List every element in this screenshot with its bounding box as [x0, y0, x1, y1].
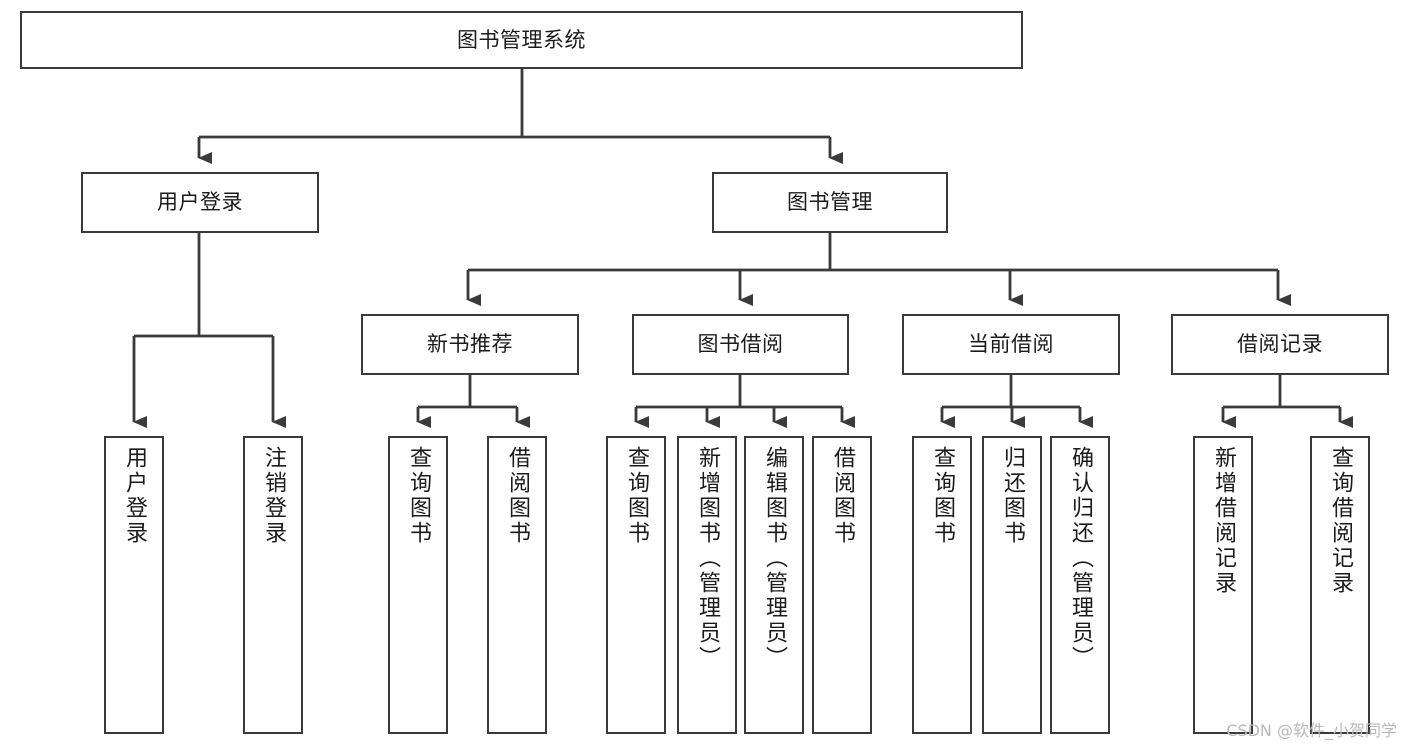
leaf-borrow-book-2[interactable]: 借阅图书 — [812, 436, 872, 734]
leaf-user-login[interactable]: 用户登录 — [104, 436, 164, 734]
leaf-borrow-book-2-label: 借阅图书 — [830, 446, 855, 546]
node-book-borrow[interactable]: 图书借阅 — [632, 314, 849, 375]
leaf-query-book-3[interactable]: 查询图书 — [912, 436, 972, 734]
node-new-book-rec[interactable]: 新书推荐 — [361, 314, 579, 375]
leaf-borrow-book-1-label: 借阅图书 — [505, 446, 530, 546]
leaf-add-book[interactable]: 新增图书（管理员） — [677, 436, 737, 734]
leaf-query-book-1-label: 查询图书 — [406, 446, 431, 546]
leaf-edit-book[interactable]: 编辑图书（管理员） — [744, 436, 804, 734]
leaf-user-logout[interactable]: 注销登录 — [243, 436, 303, 734]
node-borrow-record-label: 借阅记录 — [1237, 332, 1323, 357]
leaf-user-logout-label: 注销登录 — [261, 446, 286, 546]
node-user-login[interactable]: 用户登录 — [81, 172, 319, 233]
node-user-login-label: 用户登录 — [157, 190, 243, 215]
node-root[interactable]: 图书管理系统 — [20, 11, 1023, 69]
leaf-query-record[interactable]: 查询借阅记录 — [1310, 436, 1370, 734]
leaf-borrow-book-1[interactable]: 借阅图书 — [487, 436, 547, 734]
node-book-manage[interactable]: 图书管理 — [712, 172, 948, 233]
leaf-add-record[interactable]: 新增借阅记录 — [1193, 436, 1253, 734]
leaf-edit-book-label: 编辑图书（管理员） — [762, 446, 787, 671]
leaf-user-login-label: 用户登录 — [122, 446, 147, 546]
leaf-return-book[interactable]: 归还图书 — [982, 436, 1042, 734]
leaf-query-book-1[interactable]: 查询图书 — [388, 436, 448, 734]
leaf-query-book-3-label: 查询图书 — [930, 446, 955, 546]
leaf-add-record-label: 新增借阅记录 — [1211, 446, 1236, 596]
leaf-query-record-label: 查询借阅记录 — [1328, 446, 1353, 596]
leaf-query-book-2-label: 查询图书 — [624, 446, 649, 546]
leaf-return-book-label: 归还图书 — [1000, 446, 1025, 546]
leaf-confirm-return[interactable]: 确认归还（管理员） — [1050, 436, 1110, 734]
leaf-confirm-return-label: 确认归还（管理员） — [1068, 446, 1093, 671]
leaf-add-book-label: 新增图书（管理员） — [695, 446, 720, 671]
leaf-query-book-2[interactable]: 查询图书 — [606, 436, 666, 734]
node-root-label: 图书管理系统 — [457, 27, 586, 52]
node-book-borrow-label: 图书借阅 — [697, 332, 784, 357]
node-current-borrow[interactable]: 当前借阅 — [902, 314, 1120, 375]
node-borrow-record[interactable]: 借阅记录 — [1171, 314, 1389, 375]
node-new-book-rec-label: 新书推荐 — [427, 332, 513, 357]
node-current-borrow-label: 当前借阅 — [968, 332, 1054, 357]
csdn-watermark: CSDN @软件_小贺同学 — [1226, 721, 1397, 740]
node-book-manage-label: 图书管理 — [787, 190, 873, 215]
